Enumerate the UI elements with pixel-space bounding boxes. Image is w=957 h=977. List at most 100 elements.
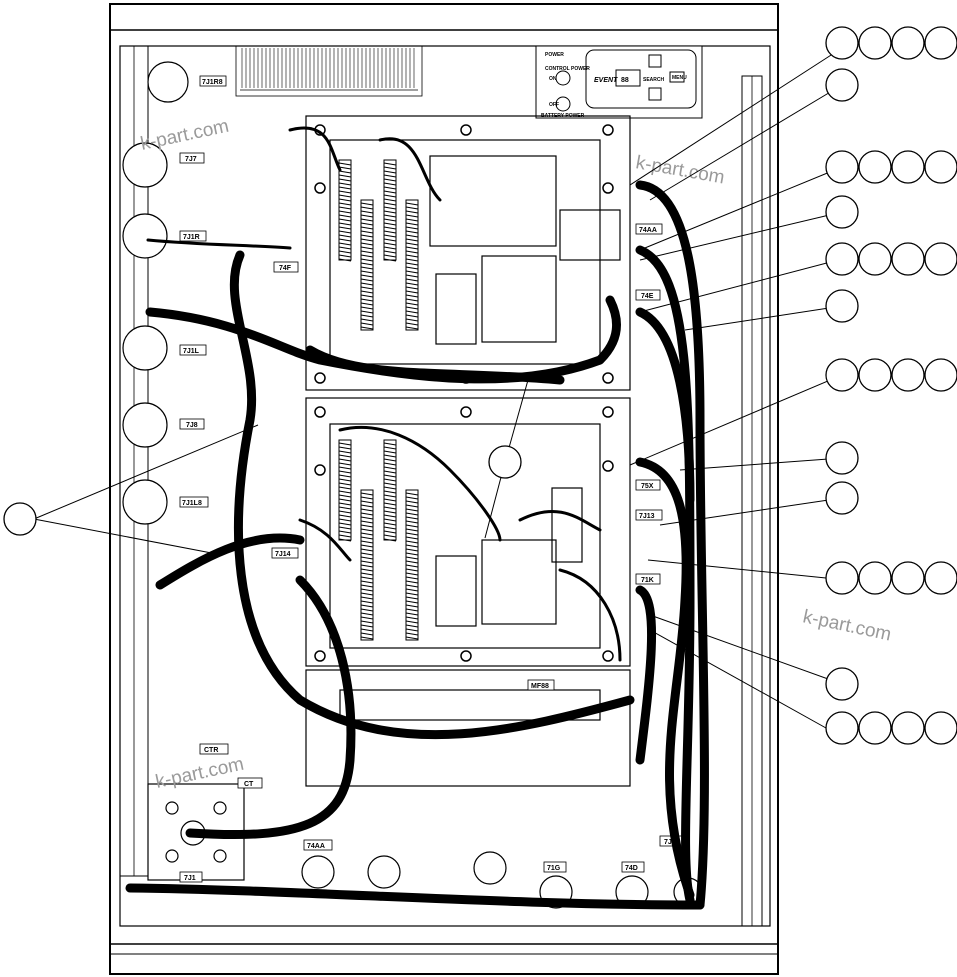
coil-turn — [383, 234, 397, 238]
label-7j9: 7J9 — [664, 839, 676, 846]
coil-turn — [383, 214, 397, 218]
coil-turn — [405, 274, 419, 278]
coil-turn — [338, 210, 352, 214]
coil-turn — [338, 446, 352, 450]
coil-turn — [383, 186, 397, 190]
plate-label-boxes — [271, 223, 663, 691]
coil-turn — [338, 454, 352, 458]
coil-turn — [405, 588, 419, 592]
coil-turn — [383, 178, 397, 182]
coil-turn — [338, 174, 352, 178]
coil-turn — [383, 190, 397, 194]
coil-turn — [405, 214, 419, 218]
coil-turn — [338, 466, 352, 470]
coil-turn — [338, 178, 352, 182]
coil-turn — [383, 226, 397, 230]
coil-turn — [405, 620, 419, 624]
control-panel — [535, 45, 703, 119]
coil-turn — [383, 206, 397, 210]
coil-turn — [338, 530, 352, 534]
coil-turn — [360, 294, 374, 298]
coil-turn — [360, 536, 374, 540]
coil-turn — [360, 532, 374, 536]
coil-turn — [405, 552, 419, 556]
coil-turn — [360, 612, 374, 616]
coil-turn — [383, 222, 397, 226]
coil-turn — [360, 636, 374, 640]
coil-turn — [360, 592, 374, 596]
coil-turn — [360, 600, 374, 604]
coil-turn — [405, 536, 419, 540]
coil-turn — [405, 310, 419, 314]
coil-turn — [338, 482, 352, 486]
coil-turn — [383, 254, 397, 258]
coil-turn — [383, 506, 397, 510]
off-label: OFF — [549, 102, 559, 108]
coil-turn — [405, 326, 419, 330]
coil-turn — [405, 604, 419, 608]
coil-turn — [405, 500, 419, 504]
coil-turn — [360, 604, 374, 608]
coil-turn — [338, 214, 352, 218]
coil-turn — [360, 540, 374, 544]
coil-turn — [383, 462, 397, 466]
coil-turn — [405, 266, 419, 270]
label-75x: 75X — [641, 483, 654, 490]
coil-turn — [360, 588, 374, 592]
coil-turn — [360, 596, 374, 600]
coil-turn — [338, 166, 352, 170]
menu-label: MENU — [672, 75, 687, 81]
label-ctr: CTR — [204, 747, 218, 754]
coil-turn — [405, 250, 419, 254]
coil-turn — [338, 534, 352, 538]
coil-turn — [383, 494, 397, 498]
coil-turn — [360, 548, 374, 552]
coil-turn — [405, 246, 419, 250]
coil-turn — [338, 458, 352, 462]
coil-turn — [338, 526, 352, 530]
coil-turn — [405, 238, 419, 242]
coil-turn — [338, 462, 352, 466]
coil-turn — [360, 560, 374, 564]
coil-turn — [405, 306, 419, 310]
coil-turn — [383, 518, 397, 522]
coil-turn — [405, 512, 419, 516]
coil-turn — [360, 584, 374, 588]
coil-turn — [338, 246, 352, 250]
label-74d: 74D — [625, 865, 638, 872]
coil-turn — [383, 162, 397, 166]
coil-turn — [338, 238, 352, 242]
coil-turn — [360, 516, 374, 520]
coil-turn — [360, 254, 374, 258]
coil-turn — [405, 508, 419, 512]
coil-turn — [360, 302, 374, 306]
coil-turn — [338, 502, 352, 506]
coil-turn — [338, 234, 352, 238]
vent-slats — [241, 48, 415, 88]
coil-turn — [405, 564, 419, 568]
coil-turn — [360, 580, 374, 584]
coil-turn — [360, 564, 374, 568]
coil-turn — [338, 250, 352, 254]
event-display: 88 — [621, 77, 629, 84]
coil-turn — [383, 478, 397, 482]
coil-turn — [360, 572, 374, 576]
coil-turn — [405, 628, 419, 632]
coil-turn — [383, 166, 397, 170]
coil-turn — [338, 514, 352, 518]
coil-turn — [360, 258, 374, 262]
coil-turn — [360, 628, 374, 632]
coil-turn — [338, 230, 352, 234]
coil-turn — [405, 230, 419, 234]
coil-turn — [360, 226, 374, 230]
coil-turn — [405, 560, 419, 564]
coil-turn — [383, 242, 397, 246]
coil-turn — [383, 170, 397, 174]
coil-turn — [360, 214, 374, 218]
mounting-hole — [314, 464, 326, 476]
coil-turn — [360, 508, 374, 512]
coil-turn — [360, 234, 374, 238]
coil-turn — [338, 242, 352, 246]
event-label: EVENT — [594, 77, 618, 84]
coil-turn — [338, 182, 352, 186]
